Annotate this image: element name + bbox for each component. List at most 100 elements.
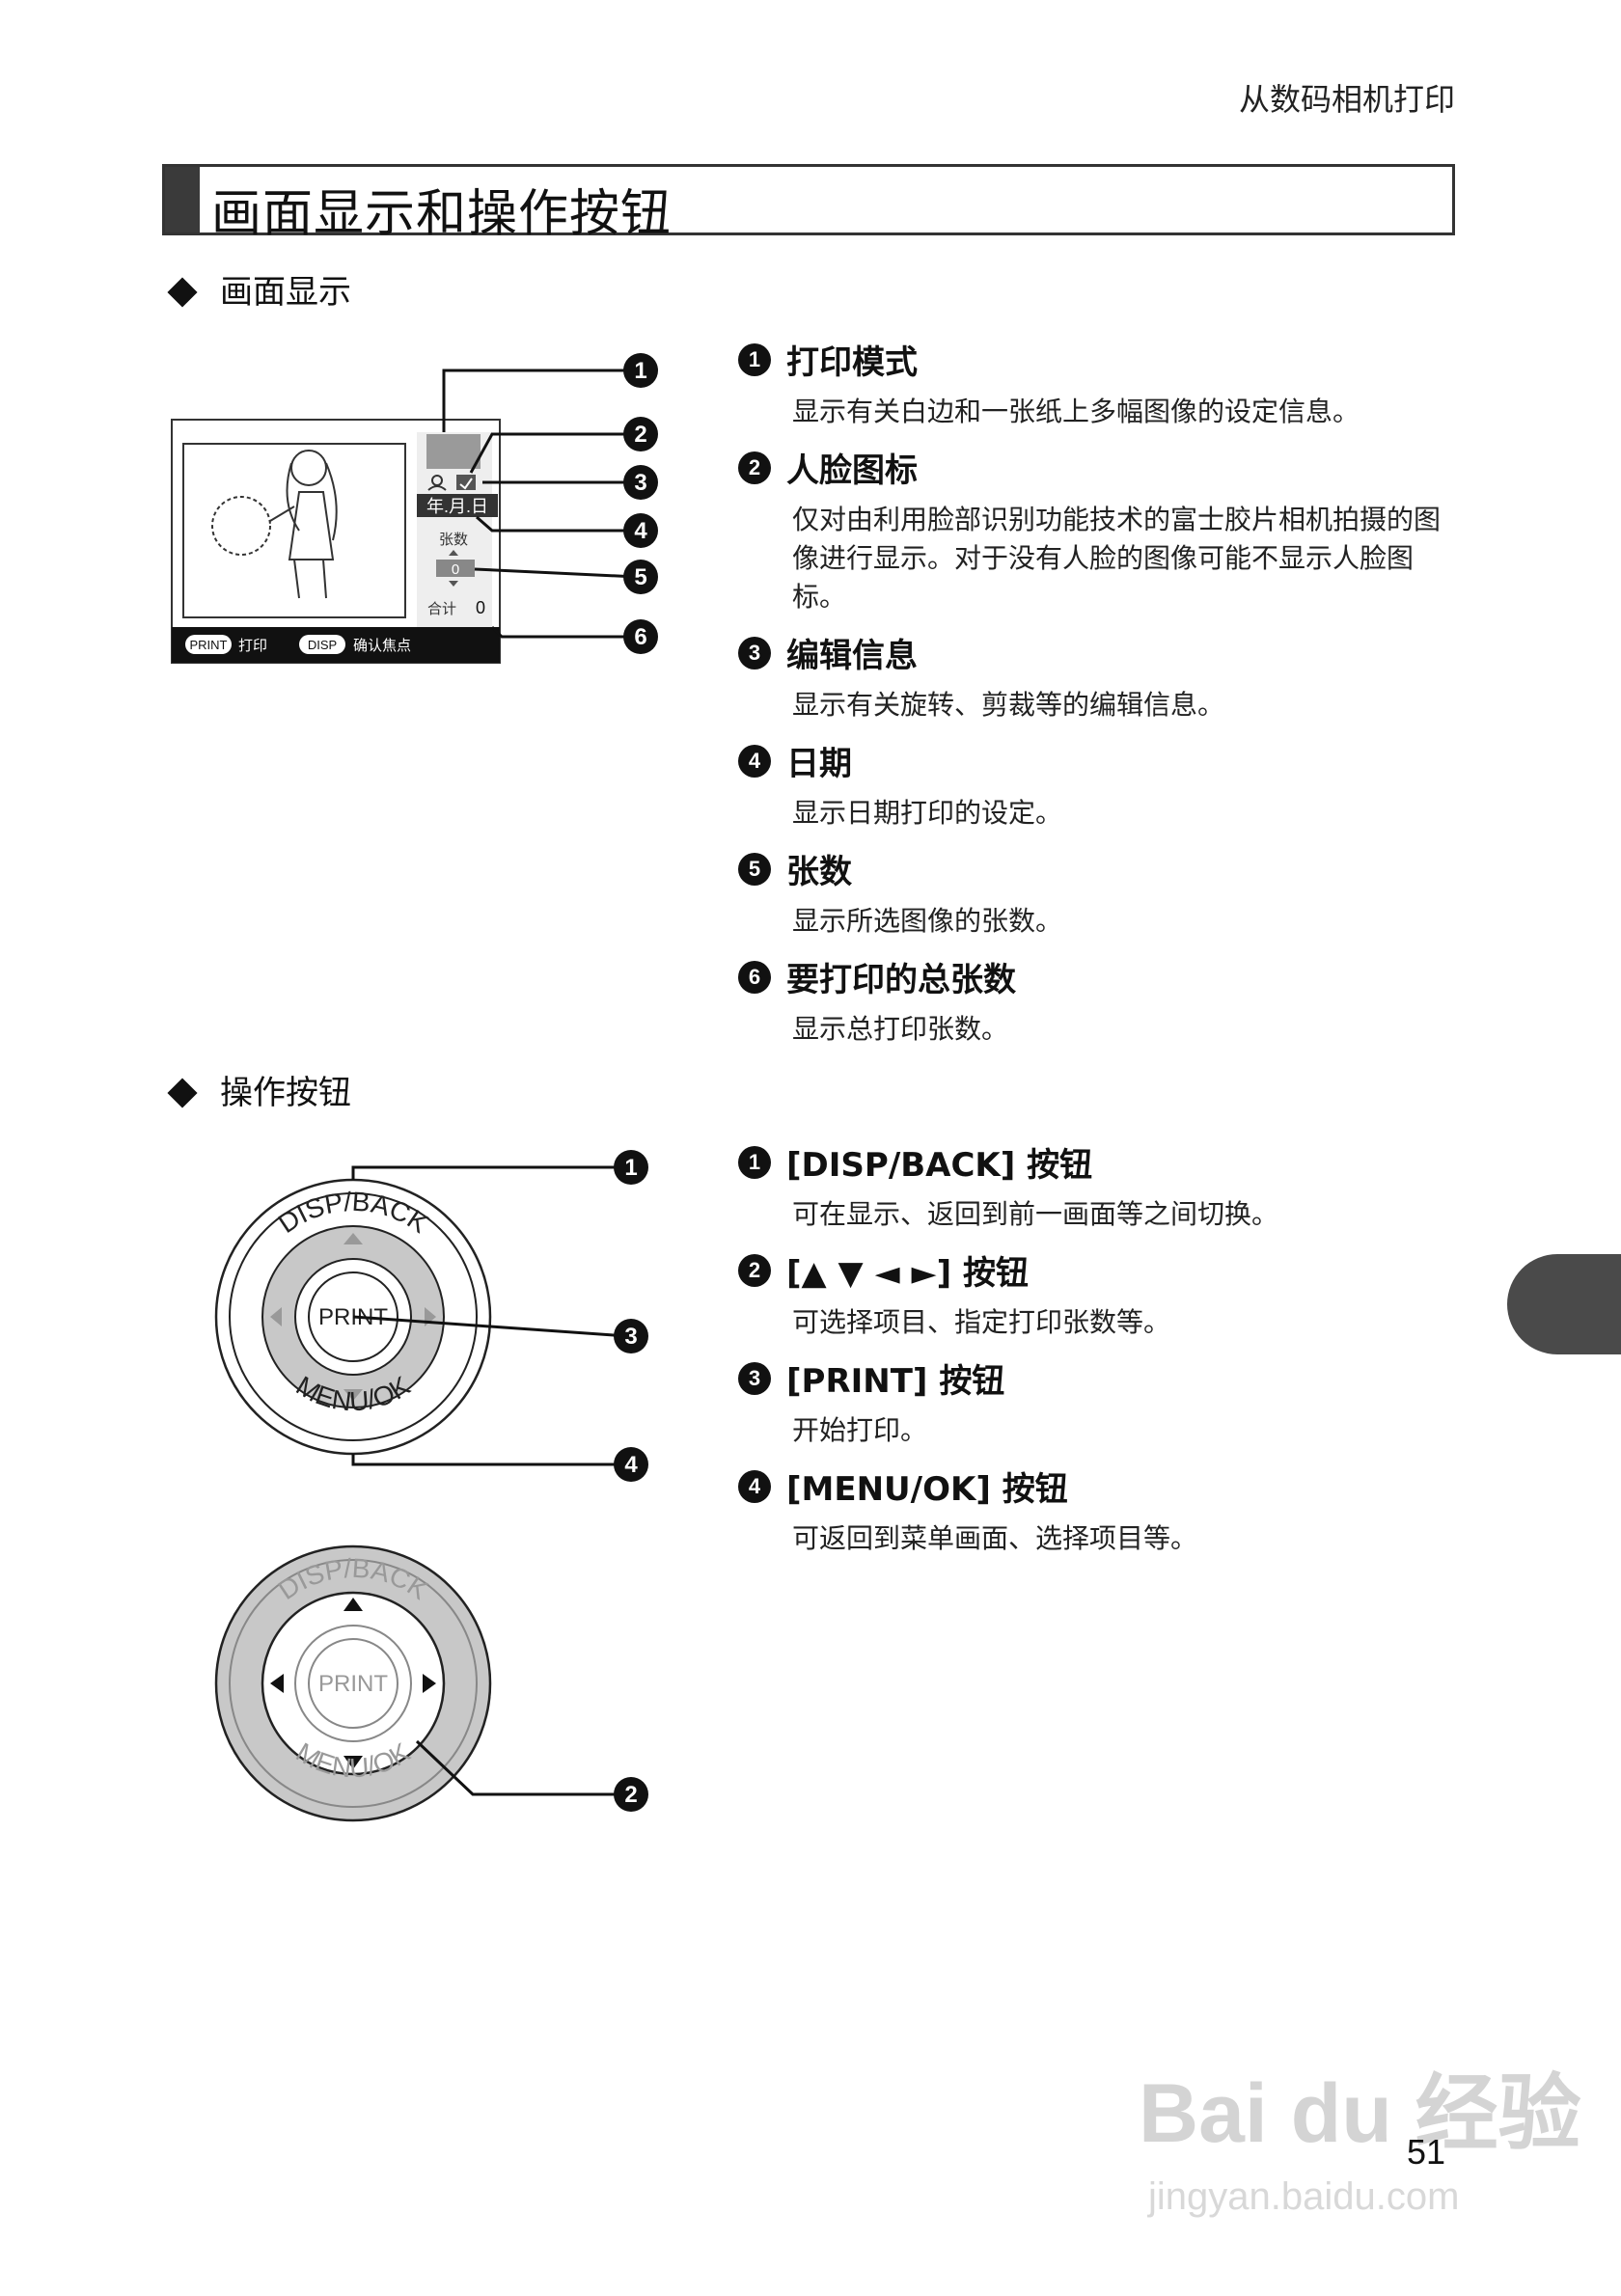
dial-callout-3: 3 [624,1324,637,1350]
print-action-label: 打印 [238,638,267,654]
callout-5: 5 [634,564,646,590]
item-desc: 仅对由利用脸部识别功能技术的富士胶片相机拍摄的图像进行显示。对于没有人脸的图像可… [792,504,1442,613]
item-desc: 显示有关旋转、剪裁等的编辑信息。 [792,689,1225,721]
callout-2: 2 [634,422,646,448]
left-arrow-icon[interactable] [270,1674,284,1693]
item-title: 编辑信息 [786,637,918,675]
section-heading-buttons-text: 操作按钮 [220,1074,351,1112]
number-badge: 2 [738,1253,771,1287]
up-arrow-icon[interactable] [343,1233,363,1244]
dial-leader-line [415,1739,627,1796]
display-item-6: 6 要打印的总张数 显示总打印张数。 [738,953,1471,1049]
diamond-bullet-icon [167,1077,198,1108]
dial-callout-1: 1 [624,1155,637,1181]
count-value: 0 [452,561,459,578]
dial-callout-4: 4 [624,1452,638,1478]
info-panel [417,432,492,654]
item-desc: 显示总打印张数。 [792,1013,1009,1045]
title-accent-bar [165,167,200,232]
screen-display-diagram: 年.月.日 张数 0 合计 0 PRINT 打印 DISP 确认焦点 1 2 3… [171,353,658,664]
button-item-3: 3 [PRINT] 按钮 开始打印。 [738,1354,1471,1450]
number-badge: 5 [738,852,771,886]
date-indicator [417,494,498,517]
dial-inner-ring [229,1192,478,1441]
button-item-4: 4 [MENU/OK] 按钮 可返回到菜单画面、选择项目等。 [738,1462,1471,1558]
item-desc: 显示日期打印的设定。 [792,797,1063,829]
dial-callout-2: 2 [624,1782,637,1808]
item-title: [▲ ▼ ◄ ►] 按钮 [786,1254,1030,1293]
page-title: 画面显示和操作按钮 [211,185,673,243]
number-badge: 6 [738,960,771,994]
print-button-label: PRINT [190,638,228,652]
display-item-2: 2 人脸图标 仅对由利用脸部识别功能技术的富士胶片相机拍摄的图像进行显示。对于没有… [738,444,1471,616]
right-arrow-icon[interactable] [423,1674,436,1693]
callout-badge [614,1447,648,1482]
up-arrow-icon[interactable] [343,1598,363,1611]
number-badge: 1 [738,342,771,376]
button-item-1: 1 [DISP/BACK] 按钮 可在显示、返回到前一画面等之间切换。 [738,1138,1471,1234]
callout-leader-lines [442,369,638,639]
callout-3: 3 [634,470,646,496]
print-button-label: PRINT [318,1671,388,1697]
callout-badge [614,1150,648,1185]
down-arrow-icon[interactable] [343,1756,363,1769]
arrow-up-icon [449,550,458,556]
item-desc: 显示所选图像的张数。 [792,905,1063,937]
item-title: 打印模式 [786,343,918,382]
item-desc: 开始打印。 [792,1414,928,1446]
chapter-side-tab [1507,1254,1621,1354]
section-heading-buttons: 操作按钮 [164,1066,351,1113]
number-badge: 3 [738,1361,771,1395]
display-item-5: 5 张数 显示所选图像的张数。 [738,845,1471,941]
number-badge: 4 [738,744,771,778]
page-title-box: 画面显示和操作按钮 [162,164,1455,243]
section-heading-display: 画面显示 [164,265,351,313]
arrow-down-icon [449,581,458,587]
item-desc: 可返回到菜单画面、选择项目等。 [792,1522,1198,1554]
total-value: 0 [476,598,485,617]
date-label: 年.月.日 [426,497,488,516]
chapter-header: 从数码相机打印 [1238,81,1455,118]
callout-1: 1 [634,358,646,384]
display-item-1: 1 打印模式 显示有关白边和一张纸上多幅图像的设定信息。 [738,336,1471,431]
dial-diagram-labeled: PRINT DISP/BACK MENU/OK 1 3 4 [214,1150,648,1482]
item-title: 张数 [786,853,852,891]
number-badge: 1 [738,1145,771,1179]
watermark-url: jingyan.baidu.com [1148,2175,1460,2218]
left-arrow-icon[interactable] [270,1307,282,1326]
print-button-badge [185,635,232,654]
number-badge: 3 [738,636,771,670]
dial-diagram-arrows: PRINT DISP/BACK MENU/OK 2 [214,1544,648,1822]
item-title: [DISP/BACK] 按钮 [786,1146,1093,1185]
down-arrow-icon[interactable] [343,1389,363,1401]
number-badge: 4 [738,1469,771,1503]
diamond-bullet-icon [167,276,198,308]
item-title: [PRINT] 按钮 [786,1362,1005,1401]
check-mark-icon [459,478,473,490]
page-number: 51 [1407,2132,1446,2172]
print-button[interactable] [308,1638,398,1729]
callout-badge [614,1777,648,1812]
section-heading-display-text: 画面显示 [220,273,351,312]
number-badge: 2 [738,451,771,484]
count-label: 张数 [439,532,468,548]
item-title: 人脸图标 [786,451,918,490]
callout-4: 4 [634,518,647,544]
disp-action-label: 确认焦点 [353,638,411,654]
callout-badge [614,1319,648,1353]
callout-6: 6 [634,624,646,650]
dial-inner-ring [229,1559,478,1808]
item-desc: 显示有关白边和一张纸上多幅图像的设定信息。 [792,396,1360,427]
display-item-3: 3 编辑信息 显示有关旋转、剪裁等的编辑信息。 [738,629,1471,724]
disp-button-badge [299,635,345,654]
cartoon-figure-icon [211,450,338,599]
item-title: 要打印的总张数 [786,961,1016,999]
item-desc: 可在显示、返回到前一画面等之间切换。 [792,1198,1279,1230]
callout-badges: 1 2 3 4 5 6 [623,353,658,654]
count-box [436,560,475,577]
dial-leader-lines [351,1165,628,1466]
print-mode-indicator [426,434,481,469]
item-title: [MENU/OK] 按钮 [786,1470,1068,1509]
disp-button-label: DISP [308,638,337,652]
